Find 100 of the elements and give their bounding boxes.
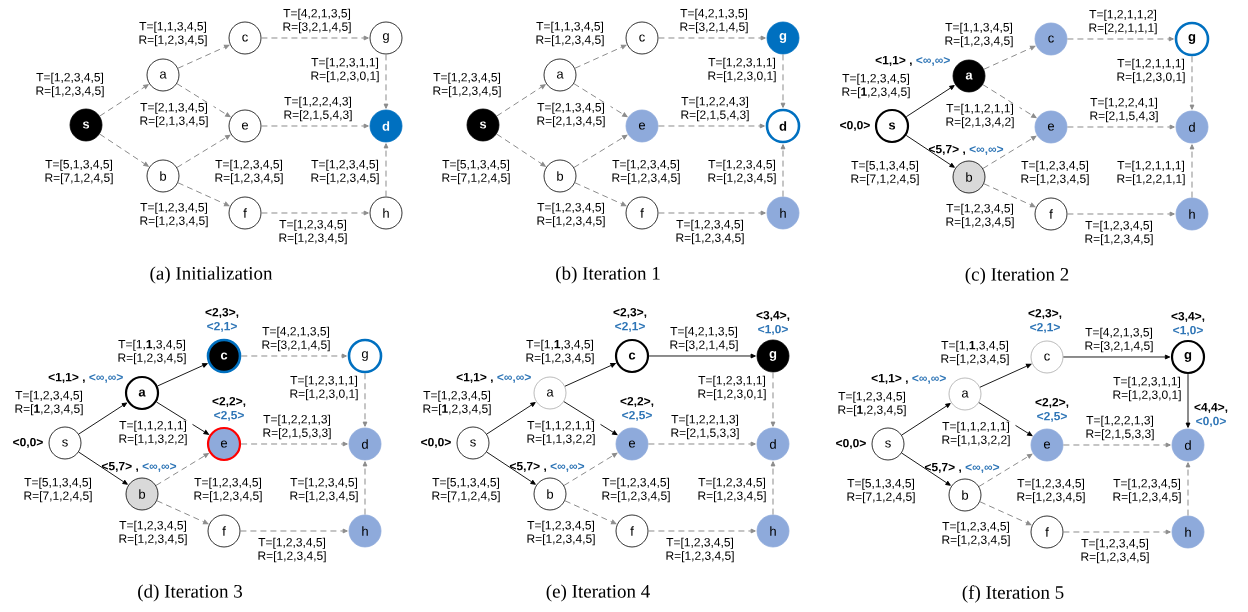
arrow [99, 133, 149, 167]
arrow [177, 182, 230, 207]
distance-label: <1,1> , <∞,∞> [871, 373, 946, 385]
arrow [1066, 36, 1174, 42]
distance-label: <2,2>, <2,5> [620, 396, 654, 422]
arrow [496, 84, 546, 117]
edge-label: T=[1,2,1,1,2] R=[2,2,1,1,1] [1083, 9, 1163, 35]
edge-label: T=[1,2,3,4,5] R=[1,2,3,4,5] [427, 72, 507, 98]
distance-label: <1,1> , <∞,∞> [456, 372, 531, 384]
arrow [983, 45, 1036, 70]
distance-label: <2,3>, <2,1> [1028, 308, 1062, 334]
edge-label: T=[1,2,2,4,1] R=[2,1,5,4,3] [1084, 97, 1164, 123]
edge-label: T=[1,2,3,4,5] R=[1,2,3,4,5] [836, 73, 916, 99]
edge-label: T=[1,2,3,1,1] R=[1,2,3,0,1] [692, 375, 772, 401]
arrow [648, 353, 756, 359]
edge-label: T=[1,2,3,4,5] R=[1,2,3,4,5] [188, 477, 268, 503]
edge-label: T=[1,2,3,4,5] R=[1,2,3,4,5] [134, 202, 214, 228]
arrow [657, 210, 766, 216]
arrow [657, 35, 766, 41]
arrow [647, 528, 756, 534]
arrow [155, 453, 209, 486]
arrow [176, 83, 231, 118]
edge-label: T=[4,2,1,3,5] R=[3,2,1,4,5] [256, 326, 336, 352]
edge-label: T=[1,2,3,1,1] R=[1,2,3,0,1] [305, 57, 385, 83]
edge-label: T=[4,2,1,3,5] R=[3,2,1,4,5] [1079, 327, 1159, 353]
edge-label: T=[4,2,1,3,5] R=[3,2,1,4,5] [674, 8, 754, 34]
edge-label: T=[1,2,2,1,3] R=[2,1,5,3,3] [665, 414, 745, 440]
arrow [982, 84, 1037, 119]
arrow [905, 85, 955, 118]
edge-label: T=[1,2,3,4,5] R=[1,2,3,4,5] [936, 521, 1016, 547]
edge-label: T=[1,2,3,4,5] R=[1,2,3,4,5] [660, 537, 740, 563]
edge-label: T=[5,1,3,4,5] R=[7,1,2,4,5] [841, 478, 921, 504]
edge-label: T=[1,2,3,4,5] R=[1,2,3,4,5] [209, 159, 289, 185]
arrow [1189, 55, 1195, 110]
distance-label: <1,1> , <∞,∞> [48, 372, 123, 384]
arrow [486, 402, 536, 435]
arrow [978, 453, 1033, 487]
edge-label: T=[1,1,3,4,5] R=[1,2,3,4,5] [520, 339, 600, 365]
distance-label: <0,0> [840, 120, 870, 132]
arrow [770, 371, 776, 427]
edge-label: T=[1,1,3,4,5] R=[1,2,3,4,5] [935, 340, 1015, 366]
edge-label: T=[1,2,3,1,1] R=[1,2,3,0,1] [702, 57, 782, 83]
arrow [657, 123, 765, 129]
distance-label: <2,3>, <2,1> [205, 307, 239, 333]
edge-label: T=[1,2,3,4,5] R=[1,2,3,4,5] [273, 219, 353, 245]
edge-label: T=[1,2,3,4,5] R=[1,2,3,4,5] [940, 203, 1020, 229]
arrow [1185, 462, 1191, 517]
arrow [982, 135, 1037, 169]
arrow [260, 210, 369, 216]
subfigure-caption: (c) Iteration 2 [965, 267, 1069, 285]
arrow [905, 135, 955, 168]
arrow [573, 134, 628, 168]
distance-label: <0,0> [836, 438, 866, 450]
arrow [99, 84, 149, 117]
arrow [176, 134, 231, 168]
arrow [563, 452, 618, 486]
distance-label: <4,4>, <0,0> [1194, 402, 1228, 428]
arrow [563, 401, 618, 436]
edge-label: T=[4,2,1,3,5] R=[3,2,1,4,5] [277, 8, 357, 34]
distance-label: <0,0> [13, 437, 43, 449]
edge-label: T=[2,1,3,4,5] R=[2,1,3,4,5] [531, 102, 611, 128]
arrow [979, 501, 1032, 526]
arrow [156, 401, 209, 435]
arrow [901, 452, 951, 486]
edge-label: T=[1,2,3,1,1] R=[1,2,3,0,1] [284, 375, 364, 401]
arrow [1062, 529, 1171, 535]
arrow [1066, 211, 1175, 217]
edge-label: T=[1,2,2,4,3] R=[2,1,5,4,3] [278, 96, 358, 122]
distance-label: <2,3>, <2,1> [613, 307, 647, 333]
arrow [240, 353, 347, 359]
edge-label: T=[1,2,2,1,3] R=[2,1,5,3,3] [257, 414, 337, 440]
edge-label: T=[1,2,1,1,1] R=[1,2,3,0,1] [1111, 58, 1191, 84]
arrow [157, 363, 208, 387]
edge-label: T=[5,1,3,4,5] R=[7,1,2,4,5] [426, 477, 506, 503]
arrow [1189, 144, 1195, 199]
edge-label: T=[1,2,3,4,5] R=[1,2,3,4,5] [1011, 478, 1091, 504]
edge-label: T=[1,2,3,4,5] R=[1,2,3,4,5] [1107, 478, 1187, 504]
arrow [362, 461, 368, 516]
edge-label: T=[1,2,3,4,5] R=[1,2,3,4,5] [1075, 538, 1155, 564]
distance-label: <3,4>, <1,0> [1171, 311, 1205, 337]
arrow [647, 441, 756, 447]
distance-label: <0,0> [421, 437, 451, 449]
arrow [362, 372, 368, 427]
arrow [383, 143, 389, 198]
edge-label: T=[1,2,3,4,5] R=[1,2,3,4,5] [1079, 220, 1159, 246]
arrow [979, 363, 1032, 388]
edge-label: T=[5,1,3,4,5] R=[7,1,2,4,5] [18, 477, 98, 503]
arrow [574, 182, 627, 207]
arrow [573, 83, 628, 118]
edge-label: T=[1,2,3,4,5] R=[1,2,3,4,5] [596, 477, 676, 503]
arrow [78, 451, 128, 485]
arrow [486, 451, 536, 485]
distance-label: <3,4>, <1,0> [756, 310, 790, 336]
edge-label: T=[1,2,3,4,5] R=[1,2,3,4,5] [1015, 160, 1095, 186]
arrow [978, 402, 1033, 437]
edge-label: T=[1,1,2,1,1] R=[1,1,3,2,2] [521, 420, 601, 446]
arrow [780, 144, 786, 198]
arrow [260, 123, 369, 129]
edge-label: T=[5,1,3,4,5] R=[7,1,2,4,5] [845, 160, 925, 186]
arrow [564, 500, 617, 525]
